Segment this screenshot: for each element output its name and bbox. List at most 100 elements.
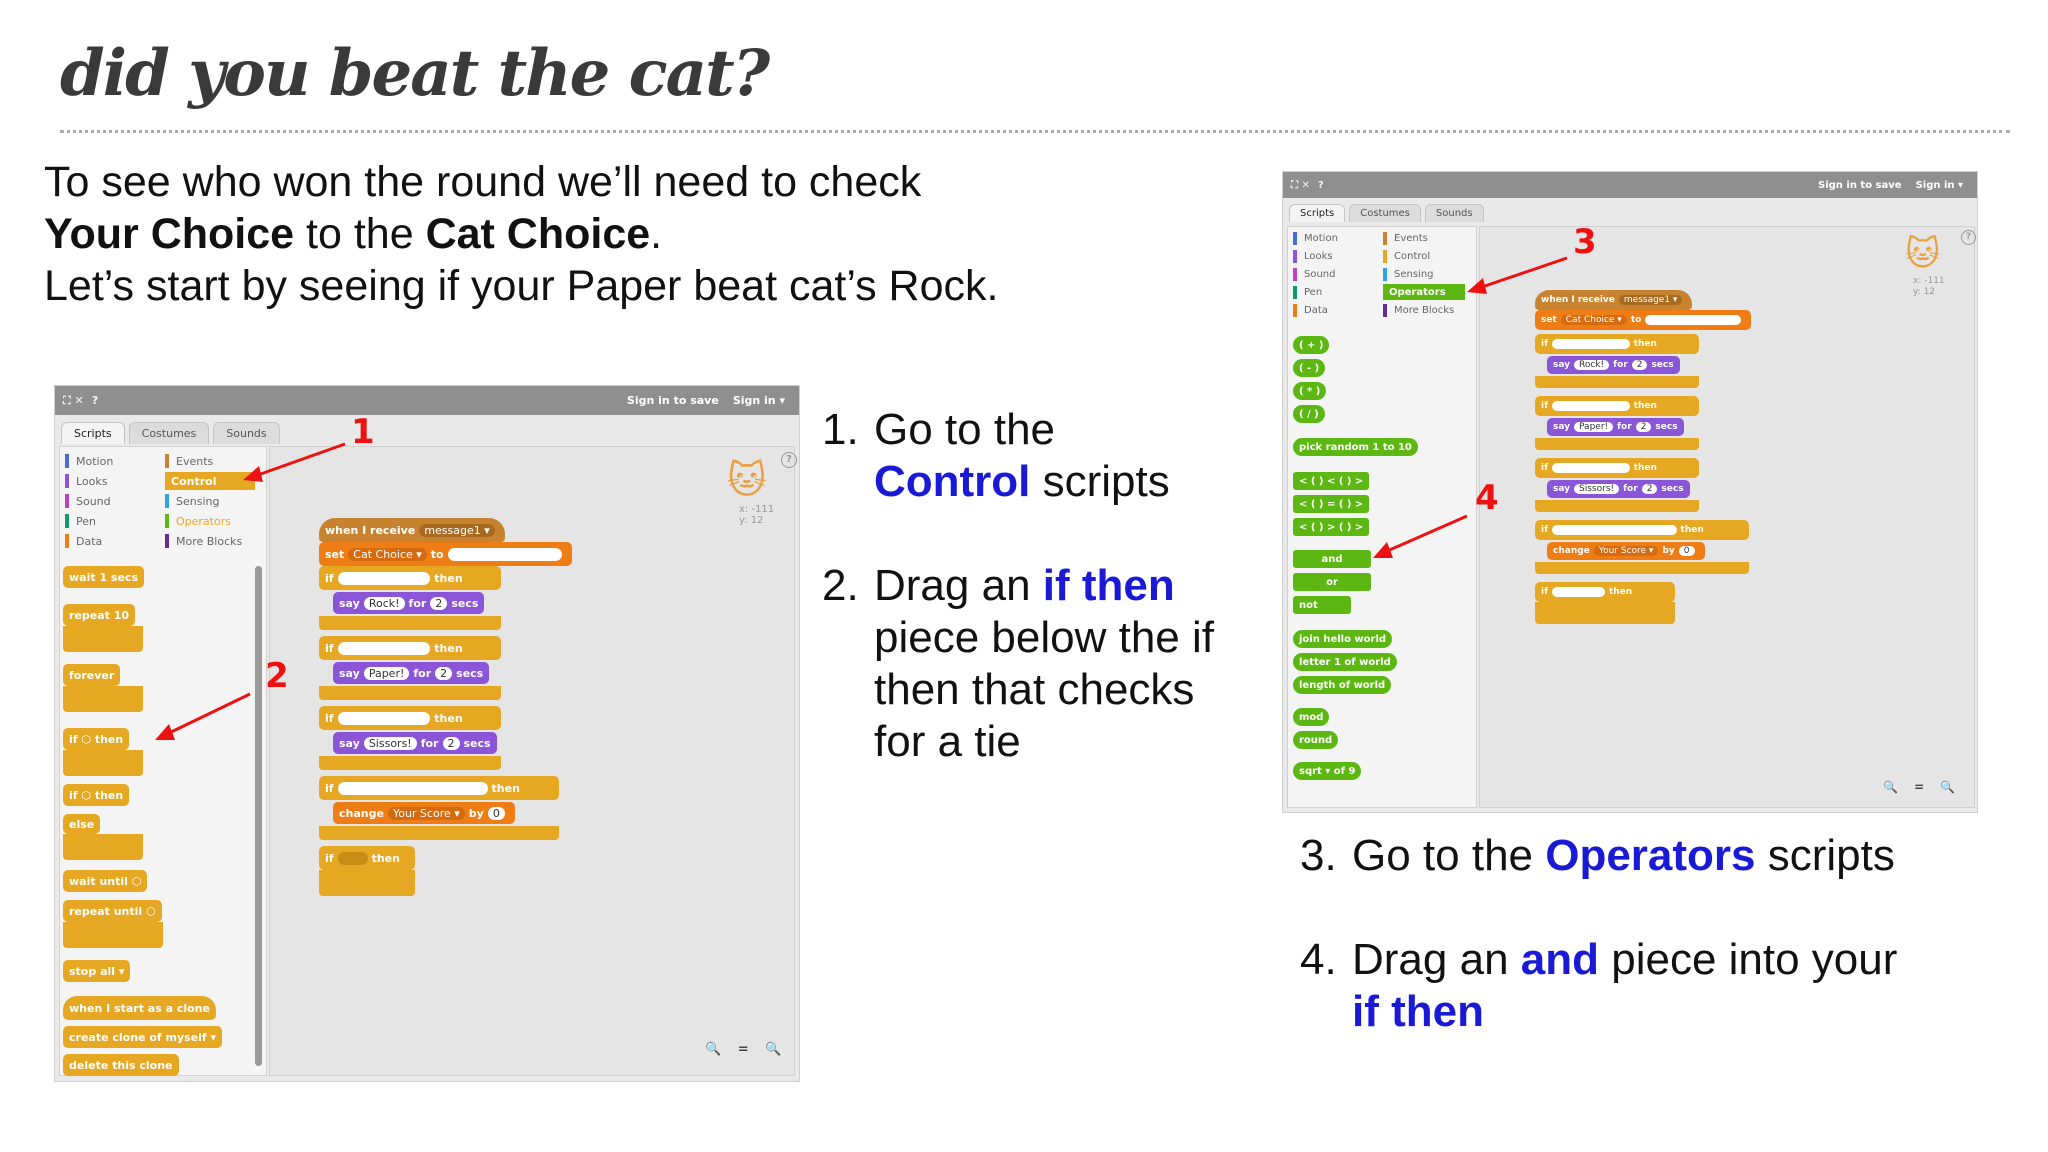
palette-repeat-until-block[interactable]: repeat until ⬡ <box>63 900 162 922</box>
palette-and-block[interactable]: and <box>1293 550 1371 568</box>
category-sensing[interactable]: Sensing <box>1383 268 1434 281</box>
palette-mod-block[interactable]: mod <box>1293 708 1330 726</box>
palette-equals-block[interactable]: < ( ) = ( ) > <box>1293 495 1370 513</box>
palette-repeat-slot <box>63 626 143 652</box>
sign-in-menu[interactable]: Sign in ▾ <box>732 394 785 407</box>
palette-forever-block[interactable]: forever <box>63 664 121 686</box>
category-operators[interactable]: Operators <box>165 514 231 528</box>
category-data[interactable]: Data <box>65 534 102 548</box>
palette-repeat-block[interactable]: repeat 10 <box>63 604 136 626</box>
palette-delete-clone-block[interactable]: delete this clone <box>63 1054 179 1076</box>
palette-add-block[interactable]: ( + ) <box>1293 336 1330 354</box>
category-pen[interactable]: Pen <box>65 514 96 528</box>
fullscreen-icon[interactable]: ⛶ ✕ <box>63 393 84 407</box>
marker-1: 1 <box>351 412 375 452</box>
palette-stop-block[interactable]: stop all ▾ <box>63 960 131 982</box>
palette-scrollbar[interactable] <box>255 566 262 1066</box>
help-icon[interactable]: ? <box>91 394 99 407</box>
palette-greater-than-block[interactable]: < ( ) > ( ) > <box>1293 518 1370 536</box>
workspace-help-icon[interactable]: ? <box>1961 230 1976 245</box>
category-looks[interactable]: Looks <box>1293 250 1333 263</box>
palette-if-then-block[interactable]: if ⬡ then <box>63 728 130 750</box>
tab-costumes[interactable]: Costumes <box>1349 204 1421 222</box>
zoom-controls[interactable]: 🔍 = 🔍 <box>1883 780 1962 794</box>
palette-or-block[interactable]: or <box>1293 573 1371 591</box>
palette-round-block[interactable]: round <box>1293 731 1339 749</box>
palette-multiply-block[interactable]: ( * ) <box>1293 382 1327 400</box>
workspace-help-icon[interactable]: ? <box>781 452 797 468</box>
category-looks[interactable]: Looks <box>65 474 108 488</box>
cat-choice-bold: Cat Choice <box>425 210 651 258</box>
category-operators[interactable]: Operators <box>1383 284 1465 300</box>
palette-sqrt-block[interactable]: sqrt ▾ of 9 <box>1293 762 1362 780</box>
category-control[interactable]: Control <box>1383 250 1430 263</box>
palette-join-block[interactable]: join hello world <box>1293 630 1393 648</box>
sign-in-to-save-link[interactable]: Sign in to save <box>1818 179 1902 191</box>
and-operator-inserted: and <box>1552 587 1605 597</box>
palette-pick-random-block[interactable]: pick random 1 to 10 <box>1293 438 1418 456</box>
category-motion[interactable]: Motion <box>65 454 113 468</box>
category-sound[interactable]: Sound <box>65 494 111 508</box>
cat-sprite-icon: 🐱 <box>727 458 767 502</box>
category-more-blocks[interactable]: More Blocks <box>1383 304 1454 317</box>
category-data[interactable]: Data <box>1293 304 1328 317</box>
category-sound[interactable]: Sound <box>1293 268 1336 281</box>
fullscreen-icon[interactable]: ⛶ ✕ <box>1291 179 1310 191</box>
category-control[interactable]: Control <box>165 472 255 490</box>
tab-costumes[interactable]: Costumes <box>128 422 210 444</box>
sign-in-to-save-link[interactable]: Sign in to save <box>626 394 719 407</box>
palette-length-of-block[interactable]: length of world <box>1293 676 1392 694</box>
palette-not-block[interactable]: not <box>1293 596 1351 614</box>
palette-wait-until-block[interactable]: wait until ⬡ <box>63 870 148 892</box>
zoom-controls[interactable]: 🔍 = 🔍 <box>705 1042 788 1057</box>
category-sensing[interactable]: Sensing <box>165 494 219 508</box>
sign-in-menu[interactable]: Sign in ▾ <box>1915 179 1963 191</box>
tab-scripts[interactable]: Scripts <box>1289 204 1346 222</box>
palette-else-label[interactable]: else <box>63 814 101 834</box>
tab-scripts[interactable]: Scripts <box>61 422 125 444</box>
sprite-coordinates: x: -111 y: 12 <box>1913 276 1945 297</box>
intro-line-2-mid: to the <box>294 210 426 258</box>
category-motion[interactable]: Motion <box>1293 232 1338 245</box>
palette-letter-of-block[interactable]: letter 1 of world <box>1293 653 1397 671</box>
tab-sounds[interactable]: Sounds <box>1424 204 1484 222</box>
palette-divide-block[interactable]: ( / ) <box>1293 405 1325 423</box>
step-text-post: scripts <box>1030 457 1170 506</box>
category-events[interactable]: Events <box>165 454 213 468</box>
palette-less-than-block[interactable]: < ( ) < ( ) > <box>1293 472 1370 490</box>
category-pen[interactable]: Pen <box>1293 286 1322 299</box>
category-events[interactable]: Events <box>1383 232 1428 245</box>
if-3-end <box>1535 500 1699 512</box>
palette-if-else-block[interactable]: if ⬡ then <box>63 784 130 806</box>
tab-sounds[interactable]: Sounds <box>213 422 280 444</box>
scratch-editor-operators: ⛶ ✕ ? Sign in to save Sign in ▾ Scripts … <box>1282 171 1978 813</box>
palette-clone-hat-block[interactable]: when I start as a clone <box>63 996 216 1020</box>
palette-wait-block[interactable]: wait 1 secs <box>63 566 145 588</box>
palette-create-clone-block[interactable]: create clone of myself ▾ <box>63 1026 223 1048</box>
new-if-then-block[interactable]: if then <box>319 846 415 870</box>
palette-subtract-block[interactable]: ( - ) <box>1293 359 1326 377</box>
category-more-blocks[interactable]: More Blocks <box>165 534 242 548</box>
help-icon[interactable]: ? <box>1317 179 1324 191</box>
